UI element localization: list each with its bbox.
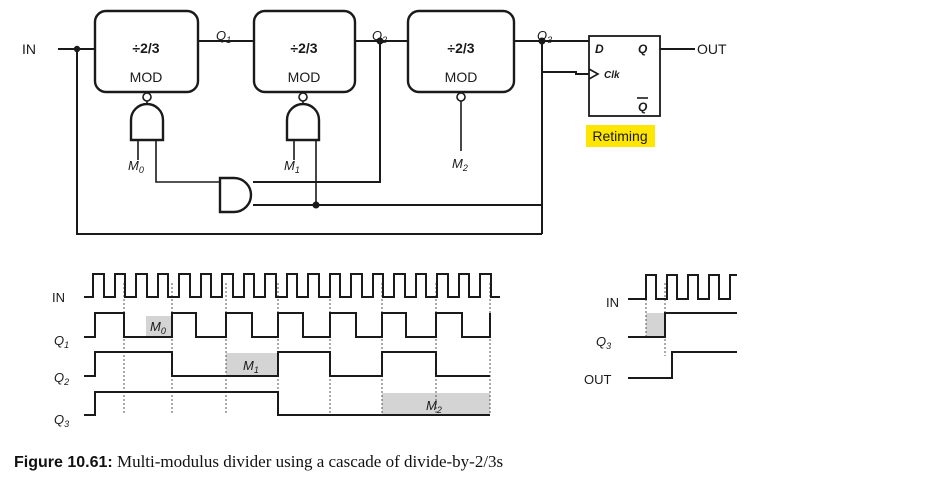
retime-waveform-out [628, 351, 737, 379]
mod-3-bubble [456, 92, 466, 102]
nand-2-inputs [293, 140, 317, 205]
divider-3-mode: MOD [445, 69, 478, 85]
retime-label-out: OUT [584, 372, 612, 387]
shade-label-m1: M1 [243, 358, 259, 375]
shade-label-m2: M2 [426, 398, 442, 415]
figure-number: Figure 10.61: [14, 454, 113, 471]
timing-shaded-regions [146, 316, 490, 415]
waveform-q1 [84, 312, 491, 338]
timing-label-q3: Q3 [54, 412, 69, 429]
nand-2-body [285, 102, 321, 142]
flipflop-d: D [595, 42, 604, 56]
figure-caption: Figure 10.61: Multi-modulus divider usin… [14, 452, 503, 472]
flipflop-q: Q [638, 42, 648, 56]
clock-triangle-icon [588, 68, 600, 80]
m1-label: M1 [284, 158, 300, 175]
retiming-label: Retiming [592, 128, 647, 144]
waveform-q2 [84, 351, 490, 377]
q3-label: Q3 [537, 28, 552, 45]
retime-shaded-regions [646, 313, 665, 337]
shade-label-m0: M0 [150, 319, 166, 336]
schematic: IN OUT ÷2/3 MOD Q1 ÷2/3 MOD Q2 [22, 9, 727, 235]
timing-retime: IN Q3 OUT [584, 274, 737, 387]
retime-waveform-q3 [628, 312, 737, 338]
q2-label: Q2 [372, 28, 387, 45]
retime-shade [646, 313, 665, 337]
timing-waveforms [84, 273, 500, 416]
clk-wire [541, 71, 589, 234]
and-gate-body [218, 176, 253, 214]
divider-1-box [93, 9, 200, 94]
timing-label-in: IN [52, 290, 65, 305]
retime-waveforms [628, 274, 737, 379]
q2-to-and-wire [253, 41, 381, 183]
divider-1-ratio: ÷2/3 [132, 40, 159, 56]
divider-3-ratio: ÷2/3 [447, 40, 474, 56]
m2-label: M2 [452, 156, 468, 173]
waveform-in [84, 273, 500, 298]
divider-2: ÷2/3 MOD Q2 [252, 9, 387, 94]
divider-1: ÷2/3 MOD Q1 [93, 9, 231, 94]
timing-main: IN Q1 Q2 Q3 M0 M1 M2 [52, 273, 500, 429]
waveform-q3 [84, 391, 490, 416]
divider-3: ÷2/3 MOD Q3 [406, 9, 552, 94]
retime-waveform-in [628, 274, 737, 300]
flipflop-box [588, 35, 661, 117]
m0-label: M0 [128, 158, 144, 175]
nand-1-inputs [137, 140, 220, 183]
divider-2-mode: MOD [288, 69, 321, 85]
figure-text: Multi-modulus divider using a cascade of… [112, 452, 504, 471]
divider-3-control: M2 [452, 92, 468, 173]
retime-label-q3: Q3 [596, 334, 611, 351]
timing-label-q1: Q1 [54, 333, 69, 350]
flipflop-qbar: Q [638, 100, 648, 114]
nand-1-body [129, 102, 165, 142]
input-label: IN [22, 41, 36, 57]
retiming-highlight [586, 125, 655, 147]
divider-1-mode: MOD [130, 69, 163, 85]
output-label: OUT [697, 41, 727, 57]
nand-1-bubble [142, 92, 152, 102]
divider-2-ratio: ÷2/3 [290, 40, 317, 56]
divider-2-box [252, 9, 357, 94]
shade-region-1 [226, 353, 278, 376]
timing-label-q2: Q2 [54, 370, 69, 387]
divider-3-box [406, 9, 516, 94]
nand-gate-1: M0 [128, 92, 220, 183]
nand-gate-2: M1 [284, 92, 321, 205]
retime-label-in: IN [606, 295, 619, 310]
nand-2-bubble [298, 92, 308, 102]
flipflop-clk: Clk [604, 70, 620, 81]
shade-region-0 [146, 316, 172, 337]
in-feedback-wire [76, 49, 542, 235]
retiming-flipflop: D Q Clk Q Retiming [586, 35, 661, 147]
q1-label: Q1 [216, 28, 231, 45]
